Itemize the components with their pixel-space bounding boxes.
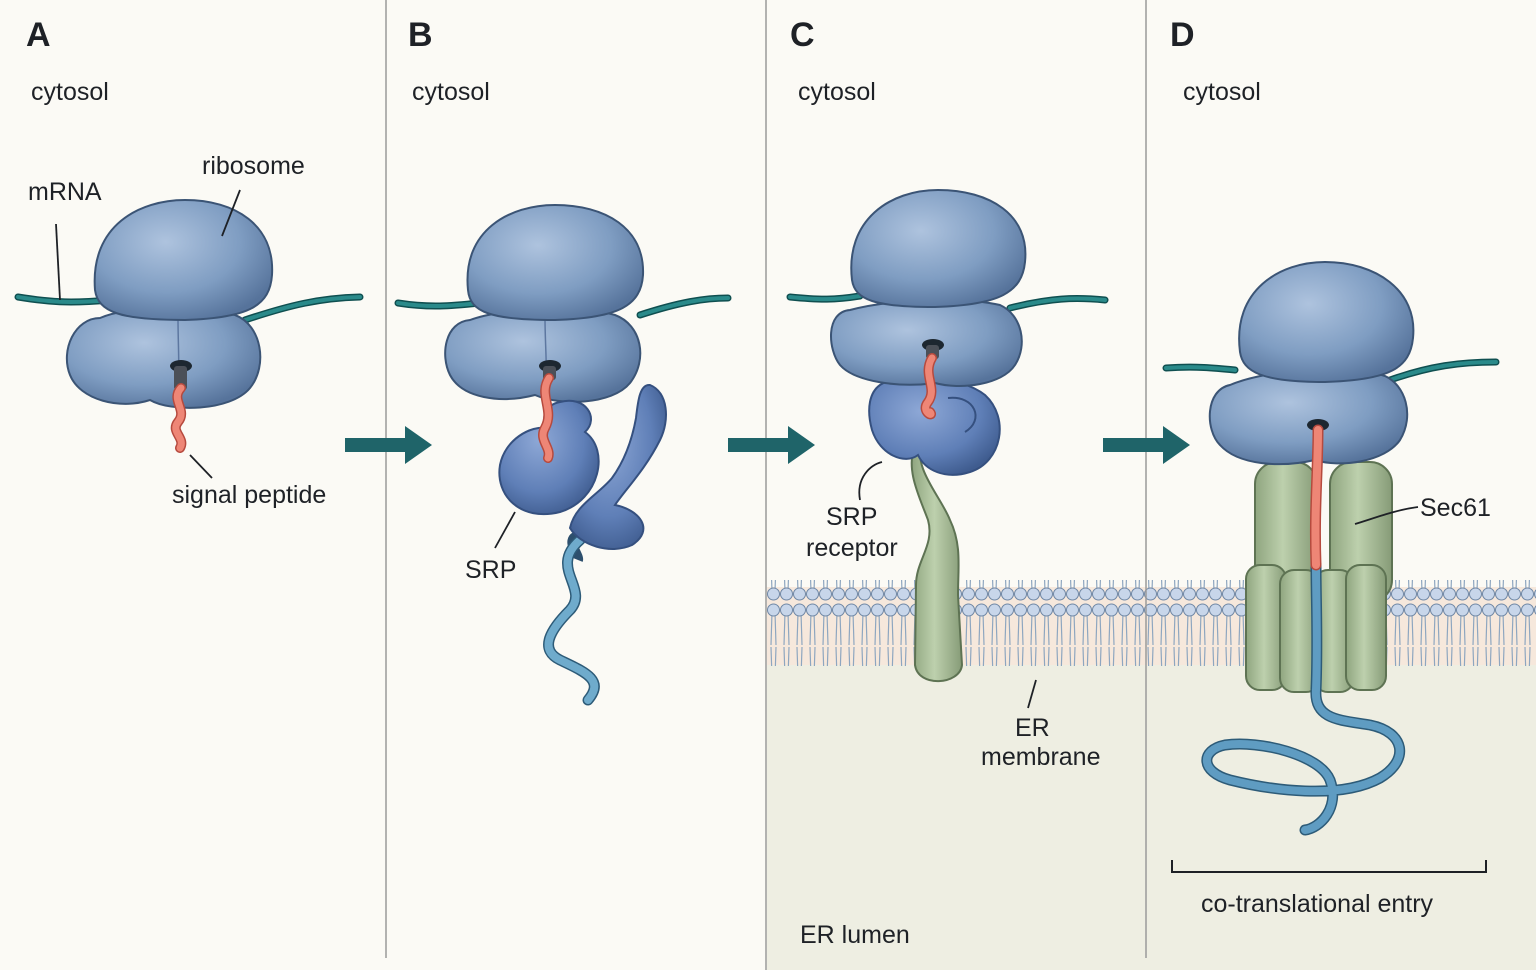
er-lumen-region [767,665,1536,970]
sec61-label: Sec61 [1420,494,1491,522]
sec61-leader-line [1354,506,1419,525]
panel-letter-b: B [408,16,433,54]
panel-d-translocation [1162,260,1500,836]
er-membrane [767,580,1536,666]
srp-leader-line [494,511,516,549]
panel-letter-c: C [790,16,815,54]
ribosome-label: ribosome [202,152,305,180]
er-membrane-label-line2: membrane [981,743,1101,771]
step-arrow [728,426,815,464]
er-membrane-label-line1: ER [1015,714,1050,742]
cytosol-label-d: cytosol [1183,78,1261,106]
panel-letter-d: D [1170,16,1195,54]
srp-receptor-label-line2: receptor [806,534,898,562]
er-membrane-leader-line [1027,679,1037,709]
entry-bracket [1171,860,1487,873]
srp-receptor-leader-line [858,461,883,501]
panel-a-ribosome-complex [14,198,364,453]
co-translational-entry-label: co-translational entry [1201,890,1434,918]
signal-peptide-leader-line [189,454,213,479]
ribosome-leader-line [221,189,241,237]
cytosol-label-b: cytosol [412,78,490,106]
step-arrow [345,426,432,464]
panel-letter-a: A [26,16,51,54]
cytosol-label-a: cytosol [31,78,109,106]
srp-label: SRP [465,556,517,584]
step-arrow [1103,426,1190,464]
cytosol-label-c: cytosol [798,78,876,106]
mrna-label: mRNA [28,178,102,206]
panel-c-receptor-docking [786,188,1109,683]
er-lumen-label: ER lumen [800,921,910,949]
signal-peptide-label: signal peptide [172,481,327,509]
panel-b-srp-binding [394,203,732,706]
srp-receptor-label-line1: SRP [826,503,878,531]
mrna-leader-line [55,223,61,301]
